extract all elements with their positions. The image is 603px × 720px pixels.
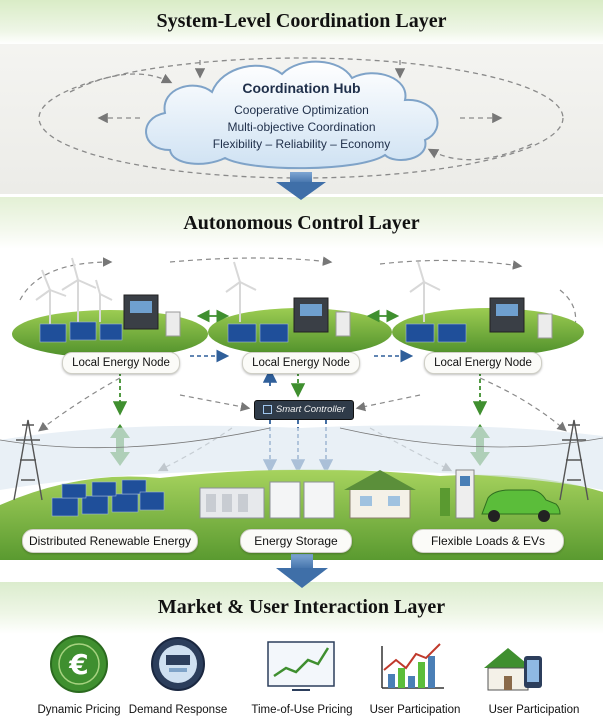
market-label-demand-response: Demand Response: [128, 704, 228, 716]
inter-node-arrows: [190, 309, 414, 363]
hub-title: Coordination Hub: [242, 80, 361, 96]
solar-field: [51, 479, 165, 517]
smart-home-icon: [484, 648, 542, 691]
resource-label-renewable: Distributed Renewable Energy: [22, 529, 198, 553]
coordination-hub-cloud: [145, 60, 439, 170]
hub-down-arrow: [276, 172, 326, 200]
hub-line-2: Multi-objective Coordination: [227, 120, 376, 134]
svg-text:€: €: [68, 648, 88, 681]
house: [344, 470, 416, 519]
node-island-2: [208, 261, 392, 356]
hub-line-3: Flexibility – Reliability – Economy: [212, 137, 391, 151]
autonomous-layer-band: [0, 197, 603, 249]
system-layer-title: System-Level Coordination Layer: [156, 10, 447, 32]
system-layer-band: [0, 0, 603, 44]
ev-charger-and-car: [440, 469, 561, 522]
smart-meter-icon: [151, 637, 205, 691]
node-label-2: Local Energy Node: [242, 352, 360, 374]
euro-coin-icon: €: [50, 635, 108, 693]
market-layer-title: Market & User Interaction Layer: [157, 596, 446, 618]
transmission-towers: [0, 419, 603, 501]
autonomous-layer-title: Autonomous Control Layer: [183, 212, 420, 234]
node-label-1: Local Energy Node: [62, 352, 180, 374]
market-label-time-of-use: Time-of-Use Pricing: [251, 704, 353, 716]
controller-chip-icon: [262, 404, 272, 414]
market-layer-band: [0, 582, 603, 634]
controller-label: Smart Controller: [275, 404, 346, 415]
smart-controller: Smart Controller: [254, 400, 354, 420]
market-label-dynamic-pricing: Dynamic Pricing: [37, 704, 121, 716]
market-label-user-participation-1: User Participation: [369, 704, 461, 716]
hub-line-1: Cooperative Optimization: [234, 103, 369, 117]
node-island-3: [392, 261, 584, 356]
market-down-arrow: [276, 554, 328, 588]
market-label-user-participation-2: User Participation: [488, 704, 580, 716]
bar-chart-icon: [381, 643, 444, 689]
price-chart-icon: [267, 641, 335, 691]
hub-dashed-loops: [38, 57, 564, 179]
resource-label-flexible-loads: Flexible Loads & EVs: [412, 529, 564, 553]
energy-storage-units: [199, 481, 335, 519]
resource-label-storage: Energy Storage: [240, 529, 352, 553]
node-label-3: Local Energy Node: [424, 352, 542, 374]
node-island-1: [12, 257, 208, 358]
